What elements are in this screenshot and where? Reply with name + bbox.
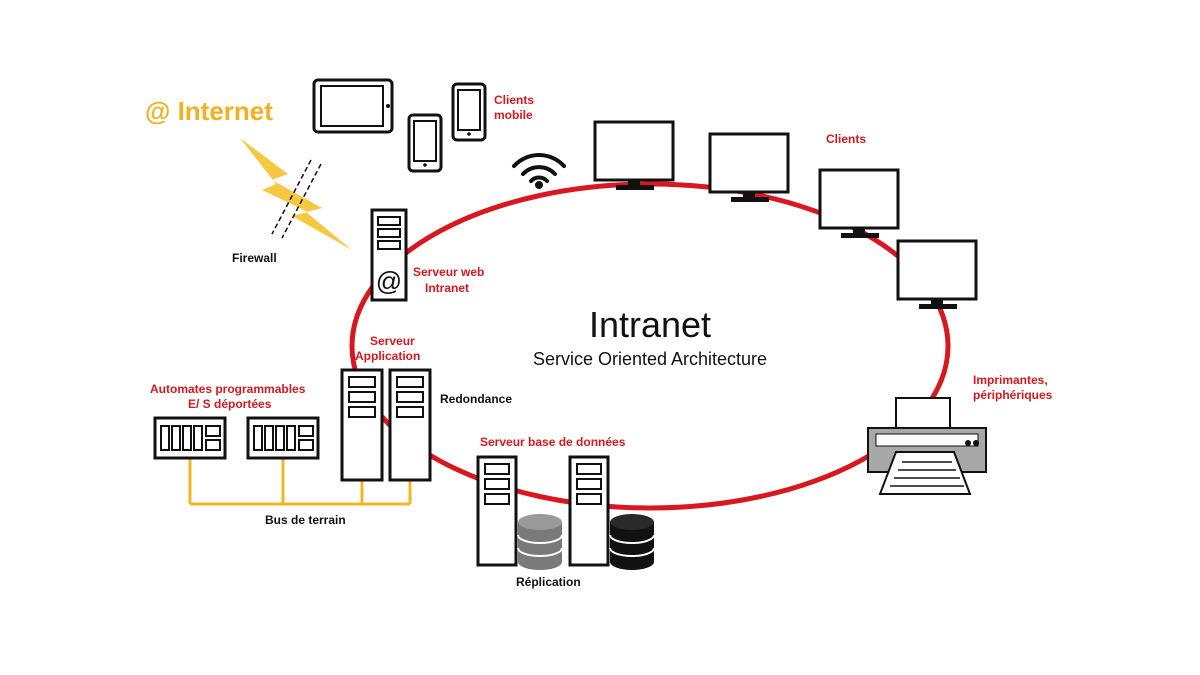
printers-label-2: périphériques [973, 388, 1053, 402]
replication-label: Réplication [516, 575, 581, 589]
redundancy-label: Redondance [440, 392, 512, 406]
web-server-label-2: Intranet [425, 281, 469, 295]
lightning-icon [240, 138, 352, 250]
db-server-label: Serveur base de données [480, 435, 626, 449]
clients-mobile-label-1: Clients [494, 93, 534, 107]
wifi-icon [512, 153, 566, 183]
plc-icon [153, 416, 227, 460]
diagram-subtitle: Service Oriented Architecture [533, 349, 767, 369]
server-icon [388, 368, 432, 482]
smartphone-icon [451, 82, 487, 142]
smartphone-icon [407, 113, 443, 173]
server-icon [476, 455, 518, 567]
web-server-icon [370, 208, 408, 302]
app-server-label-1: Serveur [370, 334, 415, 348]
monitor-icon [896, 239, 978, 309]
database-icon [609, 514, 655, 570]
wifi-dot [535, 181, 543, 189]
web-server-symbol: @ [376, 266, 402, 296]
firewall-label: Firewall [232, 251, 277, 265]
clients-mobile-label-2: mobile [494, 108, 533, 122]
server-icon [340, 368, 384, 482]
web-server-label-1: Serveur web [413, 265, 484, 279]
intranet-ring [349, 181, 951, 511]
firewall-icon [271, 159, 322, 239]
server-icon [568, 455, 610, 567]
tablet-icon [312, 78, 394, 134]
printers-label-1: Imprimantes, [973, 373, 1048, 387]
fieldbus-label: Bus de terrain [265, 513, 346, 527]
plc-label-2: E/ S déportées [188, 397, 272, 411]
clients-label: Clients [826, 132, 866, 146]
app-server-label-2: Application [355, 349, 420, 363]
monitor-icon [593, 120, 675, 190]
diagram-title: Intranet [589, 304, 711, 345]
plc-label-1: Automates programmables [150, 382, 306, 396]
fieldbus-lines [188, 458, 412, 506]
monitor-icon [818, 168, 900, 238]
internet-label: @ Internet [145, 96, 273, 126]
printer-icon [867, 397, 987, 495]
monitor-icon [708, 132, 790, 202]
plc-icon [246, 416, 320, 460]
database-icon [517, 514, 563, 570]
